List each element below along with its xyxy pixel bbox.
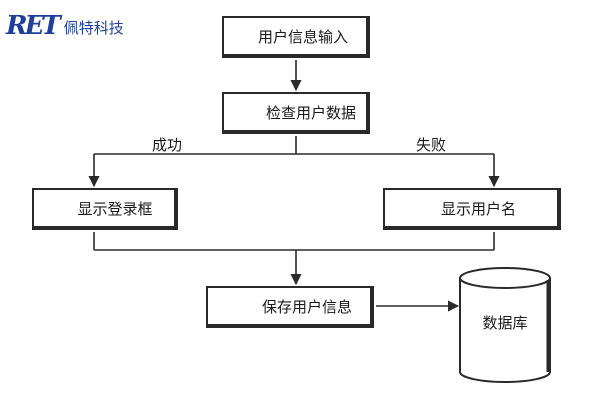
node-show-username: 显示用户名 [383,188,561,230]
watermark-logo: RET 佩特科技 [6,8,124,40]
database-cylinder-icon [459,267,551,383]
logo-mark: RET [6,11,61,41]
node-label: 保存用户信息 [261,297,352,316]
node-label: 检查用户数据 [265,103,356,122]
logo-company-name: 佩特科技 [63,19,124,37]
node-user-info-input: 用户信息输入 [222,16,370,58]
node-check-user-data: 检查用户数据 [222,92,370,134]
edge-label-fail: 失败 [416,136,447,154]
node-label: 显示用户名 [441,199,517,218]
node-label: 用户信息输入 [257,27,348,46]
edge-label-success: 成功 [152,136,183,154]
node-show-login-box: 显示登录框 [32,188,178,230]
node-label: 显示登录框 [77,199,153,218]
database-label: 数据库 [482,314,528,332]
node-save-user-info: 保存用户信息 [206,286,374,328]
